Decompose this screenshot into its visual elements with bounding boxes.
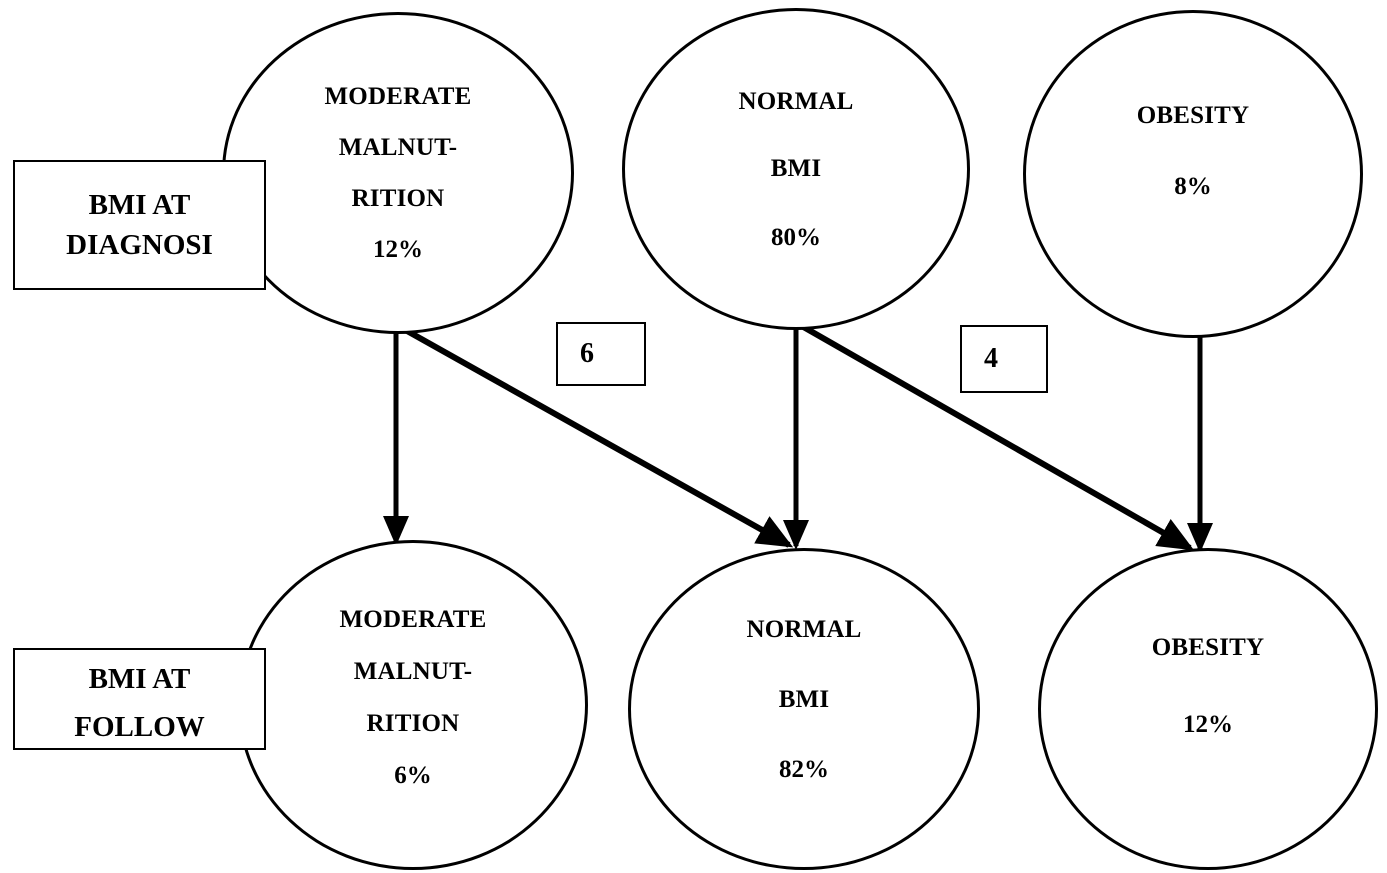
edge-count-value: 6 xyxy=(580,338,594,369)
node-label-line1: MODERATE xyxy=(339,605,487,633)
node-bottom-obesity[interactable]: OBESITY 12% xyxy=(1038,548,1378,870)
node-top-moderate-malnutrition[interactable]: MODERATE MALNUT- RITION 12% xyxy=(222,12,574,334)
node-percent: 82% xyxy=(779,755,829,783)
node-percent: 12% xyxy=(1183,711,1233,738)
node-label-line1: NORMAL xyxy=(738,87,854,115)
node-top-normal-bmi[interactable]: NORMAL BMI 80% xyxy=(622,8,970,330)
edge-count-value: 4 xyxy=(984,343,998,374)
node-label-line2: MALNUT- xyxy=(353,657,473,685)
node-bottom-normal-bmi[interactable]: NORMAL BMI 82% xyxy=(628,548,980,870)
node-label-line2: MALNUT- xyxy=(338,134,458,161)
row-label-line1: BMI AT xyxy=(88,188,191,221)
node-percent: 6% xyxy=(394,761,432,789)
node-label-line1: NORMAL xyxy=(746,615,862,643)
row-label-bmi-at-diagnosis: BMI AT DIAGNOSI xyxy=(13,160,266,290)
node-top-obesity[interactable]: OBESITY 8% xyxy=(1023,10,1363,338)
node-percent: 12% xyxy=(373,236,423,263)
node-label-line3: RITION xyxy=(351,185,445,212)
node-label-line1: OBESITY xyxy=(1136,102,1250,129)
arrow-normal-to-obesity xyxy=(798,322,1195,551)
node-label-line1: OBESITY xyxy=(1151,634,1265,661)
row-label-line1: BMI AT xyxy=(88,662,191,695)
node-label-line1: MODERATE xyxy=(324,83,472,110)
node-percent: 8% xyxy=(1174,173,1212,200)
edge-count-mm-to-normal: 6 xyxy=(556,322,646,386)
node-bottom-moderate-malnutrition[interactable]: MODERATE MALNUT- RITION 6% xyxy=(238,540,588,870)
node-label-line2: BMI xyxy=(778,685,830,713)
node-percent: 80% xyxy=(771,223,821,251)
edge-count-normal-to-obesity: 4 xyxy=(960,325,1048,393)
row-label-line2: DIAGNOSI xyxy=(66,229,213,261)
arrow-mm-to-normal xyxy=(398,324,794,548)
row-label-line2: FOLLOW xyxy=(74,711,205,743)
node-label-line2: BMI xyxy=(770,154,822,182)
row-label-bmi-at-follow: BMI AT FOLLOW xyxy=(13,648,266,750)
node-label-line3: RITION xyxy=(366,709,460,737)
